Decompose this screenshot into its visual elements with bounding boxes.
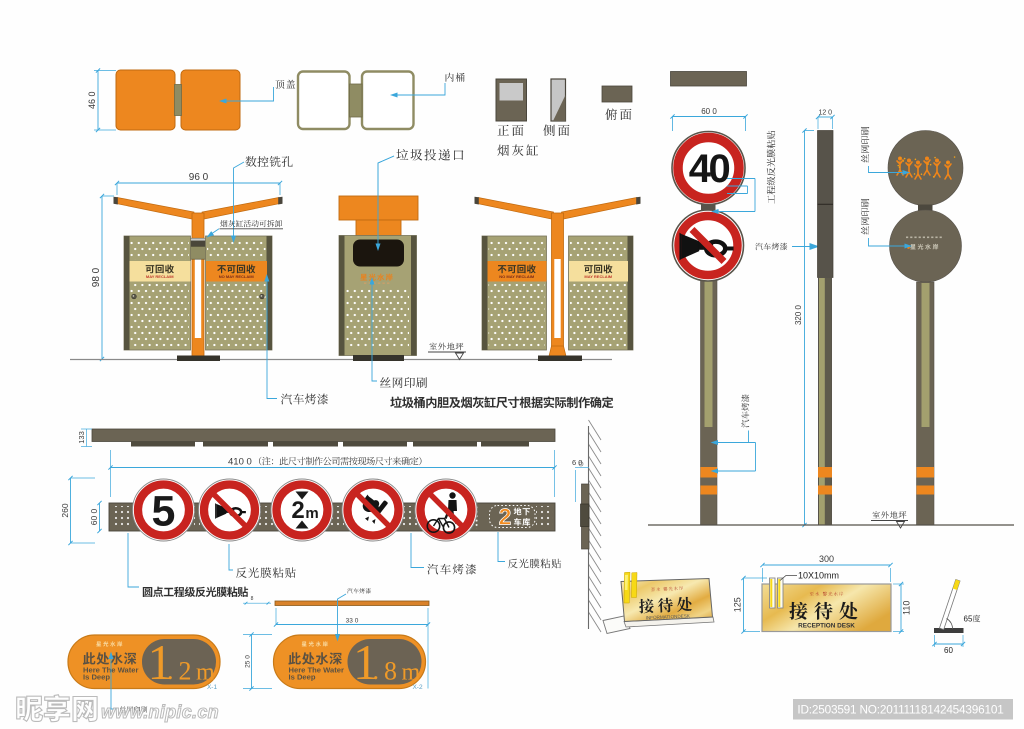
svg-text:6 0: 6 0 bbox=[572, 458, 582, 467]
svg-text:12 0: 12 0 bbox=[818, 110, 832, 117]
svg-text:25 0: 25 0 bbox=[245, 655, 252, 668]
svg-text:ID:2503591 NO:2011111814245439: ID:2503591 NO:20111118142454396101 bbox=[797, 703, 1003, 717]
svg-text:260: 260 bbox=[60, 503, 70, 517]
svg-text:2: 2 bbox=[179, 657, 192, 686]
svg-text:X-1: X-1 bbox=[207, 684, 218, 691]
svg-text:NO MAY RECLAIM: NO MAY RECLAIM bbox=[219, 274, 255, 279]
svg-text:60 0: 60 0 bbox=[89, 508, 99, 525]
svg-text:96 0: 96 0 bbox=[189, 172, 209, 183]
svg-text:320 0: 320 0 bbox=[794, 304, 803, 325]
svg-text:8: 8 bbox=[251, 596, 254, 602]
svg-text:1: 1 bbox=[148, 634, 173, 690]
svg-text:410 0: 410 0 bbox=[228, 457, 252, 468]
svg-text:125: 125 bbox=[733, 597, 743, 612]
svg-text:60 0: 60 0 bbox=[701, 107, 717, 116]
svg-text:1: 1 bbox=[353, 634, 378, 690]
svg-text:MAY RECLAIM: MAY RECLAIM bbox=[146, 274, 174, 279]
svg-text:40: 40 bbox=[689, 147, 730, 191]
svg-text:.: . bbox=[373, 656, 380, 685]
svg-text:www.nipic.cn: www.nipic.cn bbox=[101, 702, 219, 722]
svg-text:RECEPTION DESK: RECEPTION DESK bbox=[798, 623, 855, 630]
svg-text:5: 5 bbox=[152, 488, 176, 536]
svg-text:110: 110 bbox=[902, 601, 912, 615]
svg-text:Is Deep: Is Deep bbox=[83, 673, 110, 682]
svg-text:300: 300 bbox=[819, 554, 834, 564]
svg-text:m: m bbox=[196, 660, 215, 686]
svg-text:10X10mm: 10X10mm bbox=[798, 571, 839, 581]
svg-text:m: m bbox=[402, 660, 421, 686]
svg-text:m: m bbox=[305, 505, 318, 522]
svg-text:Here The Water: Here The Water bbox=[289, 666, 344, 675]
svg-text:65: 65 bbox=[964, 615, 973, 624]
svg-text:2: 2 bbox=[291, 497, 304, 524]
svg-text:46 0: 46 0 bbox=[87, 91, 97, 109]
svg-text:33 0: 33 0 bbox=[346, 618, 359, 625]
svg-text:INFORMATIONDESK: INFORMATIONDESK bbox=[646, 613, 691, 620]
svg-text:.: . bbox=[167, 656, 174, 685]
svg-text:Is Deep: Is Deep bbox=[289, 673, 316, 682]
svg-text:133: 133 bbox=[77, 431, 86, 444]
svg-text:8: 8 bbox=[384, 657, 397, 686]
svg-text:X-2: X-2 bbox=[412, 684, 423, 691]
svg-text:98 0: 98 0 bbox=[91, 267, 102, 287]
svg-text:60: 60 bbox=[944, 646, 953, 655]
svg-text:2: 2 bbox=[499, 504, 512, 530]
svg-text:MAY RECLAIM: MAY RECLAIM bbox=[584, 274, 612, 279]
svg-text:NO MAY RECLAIM: NO MAY RECLAIM bbox=[499, 274, 535, 279]
